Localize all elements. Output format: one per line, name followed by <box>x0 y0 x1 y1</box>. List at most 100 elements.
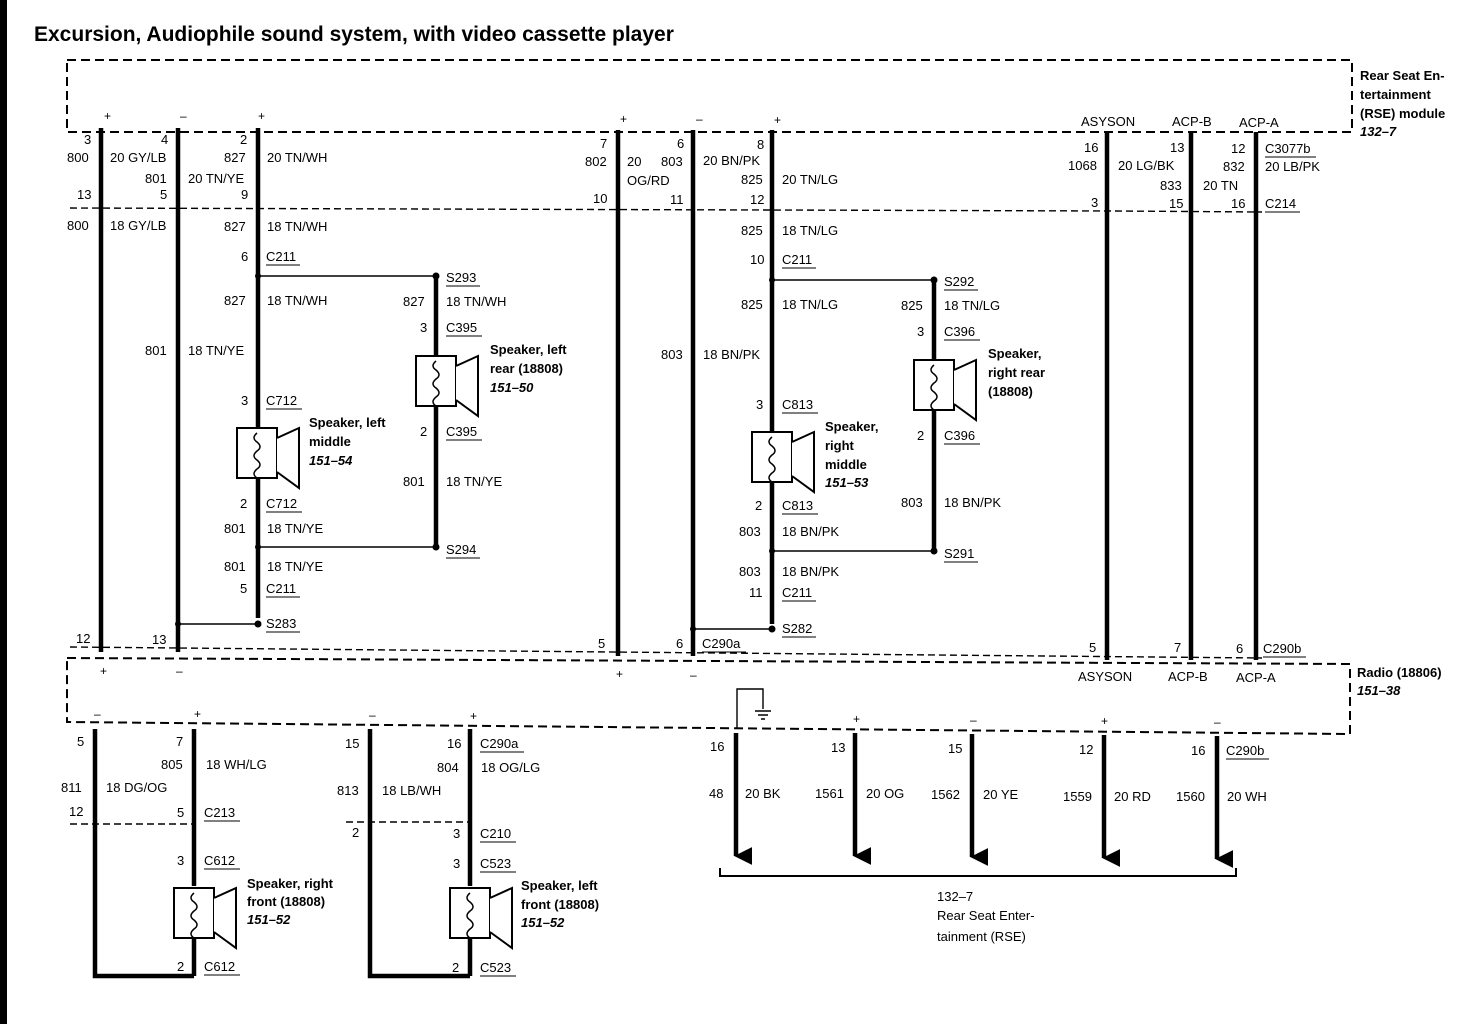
wire-color-20-lg-bk: 20 LG/BK <box>1118 158 1175 173</box>
radio-page: 151–38 <box>1357 683 1401 698</box>
pin-1: 3 <box>453 826 460 841</box>
sign-minus: – <box>180 109 187 123</box>
wire-color-18-gy-lb: 18 GY/LB <box>110 218 166 233</box>
radio-box <box>66 656 1351 736</box>
rse-bracket <box>719 868 1237 877</box>
wire-color-18-tn-wh: 18 TN/WH <box>267 293 327 308</box>
wire-color-20-tn-ye: 20 TN/YE <box>188 171 244 186</box>
rse-bottom-page: 132–7 <box>937 889 973 904</box>
pin-15: 15 <box>1169 196 1183 211</box>
wire-color-18-bn-pk: 18 BN/PK <box>944 495 1001 510</box>
wire-813 <box>367 729 470 979</box>
pin-5: 5 <box>598 636 605 651</box>
sign-plus: + <box>1101 714 1108 728</box>
pin-8: 8 <box>757 137 764 152</box>
connector-c3077b: C3077b <box>1265 141 1311 156</box>
connector-c523: C523 <box>480 856 511 871</box>
pin-5: 5 <box>1089 640 1096 655</box>
splice-s292: S292 <box>944 274 974 289</box>
rse-bottom-label-1: Rear Seat Enter- <box>937 908 1035 923</box>
circuit-804: 804 <box>437 760 459 775</box>
connector-c211: C211 <box>266 249 296 264</box>
circuit-1562: 1562 <box>931 787 960 802</box>
speaker-left-middle-page: 151–54 <box>309 453 353 468</box>
pin-16: 16 <box>1231 196 1245 211</box>
splice-s283-dot <box>254 620 262 628</box>
pin-5: 5 <box>160 187 167 202</box>
pin-1: 3 <box>453 856 460 871</box>
circuit-827: 827 <box>224 219 246 234</box>
connector-c523: C523 <box>480 960 511 975</box>
pin-3: 3 <box>1091 195 1098 210</box>
circuit-801: 801 <box>145 171 167 186</box>
wire-color-18-bn-pk: 18 BN/PK <box>703 347 760 362</box>
circuit-832: 832 <box>1223 159 1245 174</box>
wire-color-18-tn-ye: 18 TN/YE <box>446 474 502 489</box>
connector-c210: C210 <box>480 826 511 841</box>
circuit-825: 825 <box>741 172 763 187</box>
circuit-833: 833 <box>1160 178 1182 193</box>
connector-c813: C813 <box>782 397 813 412</box>
pin-7: 7 <box>176 734 183 749</box>
pin-9: 9 <box>241 187 248 202</box>
pin-3: 3 <box>84 132 91 147</box>
circuit-802: 802 <box>585 154 607 169</box>
rse-acpa-label: ACP-A <box>1239 115 1279 130</box>
pin-12: 12 <box>750 192 764 207</box>
speaker-right-rear-icon <box>913 359 977 421</box>
wire-color-18-bn-pk: 18 BN/PK <box>782 524 839 539</box>
wire-color-18-tn-ye: 18 TN/YE <box>188 343 244 358</box>
splice-dot <box>690 626 696 632</box>
pin-7: 7 <box>1174 640 1181 655</box>
pin-7: 7 <box>600 136 607 151</box>
splice-dot <box>175 621 181 627</box>
rse-bottom-label-2: tainment (RSE) <box>937 929 1026 944</box>
wire-color-20-ye: 20 YE <box>983 787 1019 802</box>
rse-module-label-1: Rear Seat En- <box>1360 68 1445 83</box>
wire-color-18-tn-wh: 18 TN/WH <box>446 294 506 309</box>
connector-c395: C395 <box>446 320 477 335</box>
circuit-1559: 1559 <box>1063 789 1092 804</box>
connector-c214: C214 <box>1265 196 1296 211</box>
circuit-801: 801 <box>403 474 425 489</box>
pin-10: 10 <box>593 191 607 206</box>
circuit-1560: 1560 <box>1176 789 1205 804</box>
diagram-title: Excursion, Audiophile sound system, with… <box>34 23 674 46</box>
pin-1: 3 <box>241 393 248 408</box>
circuit-827: 827 <box>403 294 425 309</box>
circuit-825: 825 <box>901 298 923 313</box>
splice-s282-dot <box>768 625 776 633</box>
splice-s292-dot <box>930 276 938 284</box>
radio-acpb-label: ACP-B <box>1168 669 1208 684</box>
connector-c396: C396 <box>944 324 975 339</box>
connector-line-c290-row <box>69 646 1263 659</box>
wire-color-18-tn-lg: 18 TN/LG <box>782 297 838 312</box>
connector-c396: C396 <box>944 428 975 443</box>
wire-color-18-tn-ye: 18 TN/YE <box>267 521 323 536</box>
page-edge-bar <box>0 0 7 1024</box>
speaker-right-rear-label-2: right rear <box>988 365 1045 380</box>
connector-c290b: C290b <box>1263 641 1301 656</box>
sign-minus: – <box>1214 715 1221 729</box>
wire-color-18-wh-lg: 18 WH/LG <box>206 757 267 772</box>
circuit-805: 805 <box>161 757 183 772</box>
wire-color-20-bk: 20 BK <box>745 786 781 801</box>
circuit-825: 825 <box>741 297 763 312</box>
radio-acpa-label: ACP-A <box>1236 670 1276 685</box>
circuit-800: 800 <box>67 150 89 165</box>
connector-c290a: C290a <box>480 736 519 751</box>
circuit-803: 803 <box>661 347 683 362</box>
pin-12: 12 <box>69 804 83 819</box>
pin-1: 3 <box>756 397 763 412</box>
speaker-right-rear-label-3: (18808) <box>988 384 1033 399</box>
circuit-801: 801 <box>145 343 167 358</box>
pin-19: 12 <box>1079 742 1093 757</box>
circuit-803: 803 <box>661 154 683 169</box>
connector-c211: C211 <box>782 252 812 267</box>
wire-color-18-tn-wh: 18 TN/WH <box>267 219 327 234</box>
pin-11: 11 <box>749 585 763 600</box>
rse-module-page: 132–7 <box>1360 124 1397 139</box>
rse-module-box <box>66 59 1353 133</box>
rse-module-label-3: (RSE) module <box>1360 106 1445 121</box>
pin-2: 2 <box>452 960 459 975</box>
